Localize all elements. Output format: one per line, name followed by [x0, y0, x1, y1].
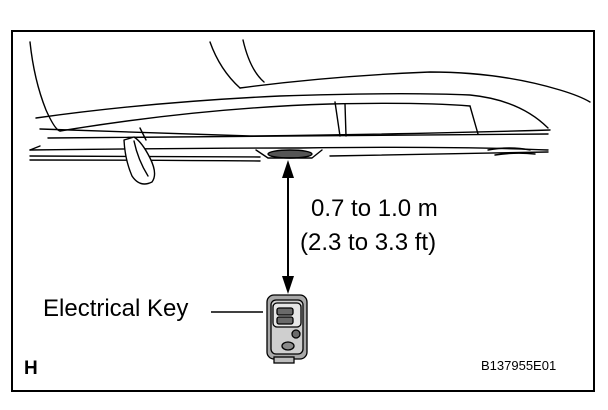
figure-code: B137955E01: [481, 358, 557, 373]
figure-border: [11, 30, 595, 392]
distance-imperial-label: (2.3 to 3.3 ft): [300, 229, 437, 256]
distance-metric-label: 0.7 to 1.0 m: [311, 195, 438, 222]
corner-letter: H: [24, 358, 38, 379]
electrical-key-fob-icon: [266, 294, 308, 364]
double-arrow-icon: [282, 160, 294, 294]
electrical-key-label: Electrical Key: [43, 295, 189, 322]
car-side-view-icon: [29, 39, 591, 185]
